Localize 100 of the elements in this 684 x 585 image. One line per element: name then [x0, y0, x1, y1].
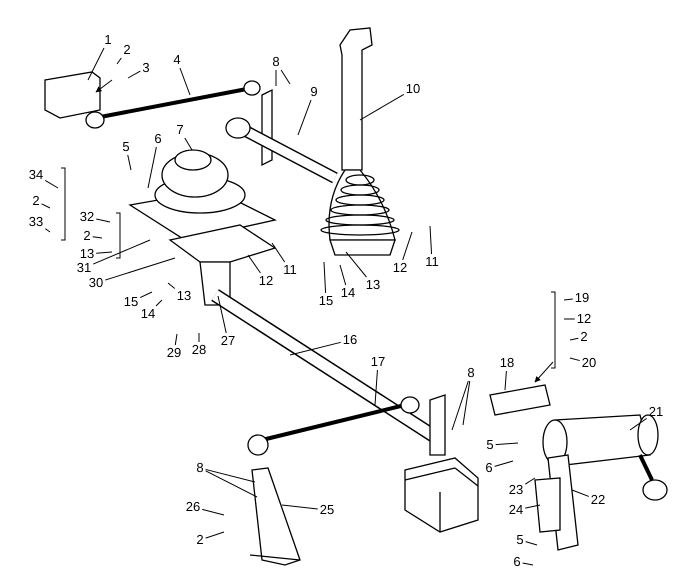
callout-number: 33 [28, 215, 44, 229]
leader-line [402, 232, 412, 260]
leader-line [280, 70, 290, 84]
callout-number: 11 [282, 263, 298, 277]
leader-line [92, 236, 102, 238]
leader-line [205, 532, 224, 539]
leader-line [174, 334, 178, 346]
callout-number: 21 [648, 405, 664, 419]
callout-number: 2 [579, 330, 589, 344]
leader-line [524, 478, 536, 485]
callout-number: 20 [580, 356, 598, 370]
leader-line [495, 442, 518, 446]
callout-number: 34 [28, 168, 44, 182]
leader-line [148, 146, 157, 188]
callout-number: 5 [515, 533, 525, 547]
leader-line [290, 342, 342, 356]
leader-line [525, 541, 538, 546]
leader-line [564, 298, 574, 300]
callout-number: 1 [103, 33, 113, 47]
callout-number: 27 [220, 334, 236, 348]
leader-line [128, 70, 141, 78]
leader-line [168, 282, 176, 289]
callout-number: 31 [76, 261, 92, 275]
leader-line [88, 48, 104, 80]
callout-number: 13 [78, 247, 96, 261]
callout-number: 32 [78, 210, 96, 224]
leader-line [96, 252, 112, 254]
callout-number: 10 [404, 82, 422, 96]
leader-line [248, 254, 261, 274]
leader-line [202, 508, 224, 516]
leader-line [116, 57, 122, 64]
leader-line [179, 68, 190, 96]
leader-line [360, 94, 404, 120]
callout-number: 3 [141, 61, 151, 75]
leader-line [140, 292, 152, 298]
callout-number: 8 [466, 366, 476, 380]
callout-number: 18 [498, 356, 516, 370]
callout-number: 23 [508, 483, 524, 497]
callout-number: 13 [176, 289, 192, 303]
leader-line [272, 242, 286, 262]
callout-number: 2 [82, 229, 92, 243]
leader-line [452, 380, 469, 430]
leader-line [218, 296, 227, 334]
callout-number: 24 [508, 503, 524, 517]
leader-line [205, 468, 256, 482]
callout-number: 7 [175, 123, 185, 137]
leader-line [522, 562, 534, 566]
leader-line [374, 370, 378, 406]
leader-line [504, 370, 507, 390]
callout-number: 22 [590, 493, 606, 507]
leader-line [346, 252, 367, 278]
callout-number: 5 [121, 140, 131, 154]
callout-number: 4 [172, 53, 182, 67]
callout-number: 13 [364, 278, 382, 292]
leader-line [494, 460, 514, 467]
leader-line [340, 264, 346, 286]
callout-number: 12 [258, 274, 274, 288]
callout-number: 2 [122, 43, 132, 57]
callout-number: 12 [576, 312, 592, 326]
leader-line [156, 300, 162, 306]
callout-number: 2 [31, 194, 41, 208]
leader-line [282, 504, 318, 510]
callout-number: 29 [166, 346, 182, 360]
callout-number: 8 [271, 55, 281, 69]
callout-number: 6 [153, 132, 163, 146]
callout-number: 6 [484, 461, 494, 475]
callout-number: 16 [342, 333, 358, 347]
callout-number: 28 [190, 343, 208, 357]
callout-number: 12 [392, 261, 408, 275]
leader-line [324, 262, 326, 294]
callout-number: 15 [122, 295, 140, 309]
callout-number: 9 [309, 85, 319, 99]
leader-line [572, 490, 590, 497]
callout-number: 5 [485, 438, 495, 452]
leader-line [430, 226, 432, 254]
leader-line [44, 180, 58, 188]
callout-number: 15 [318, 294, 334, 308]
callout-number: 14 [140, 307, 156, 321]
callout-number: 2 [195, 533, 205, 547]
callout-number: 8 [195, 461, 205, 475]
leader-line [41, 203, 50, 208]
callout-number: 6 [512, 555, 522, 569]
callout-number: 30 [88, 276, 104, 290]
callout-number: 17 [370, 355, 386, 369]
callout-number: 26 [184, 500, 202, 514]
leader-line [104, 258, 176, 281]
leader-line [570, 358, 580, 362]
leader-line [564, 318, 576, 320]
callout-number: 25 [318, 503, 336, 517]
leader-line [298, 100, 312, 136]
callout-number: 14 [340, 286, 356, 300]
leader-line [92, 240, 150, 265]
leader-line [198, 332, 200, 342]
leader-line [462, 380, 470, 426]
leader-line [127, 154, 132, 170]
callout-number: 19 [574, 291, 590, 305]
leader-line [205, 470, 258, 498]
leader-line [184, 138, 192, 150]
leader-line [96, 218, 110, 222]
leader-line [630, 418, 648, 430]
